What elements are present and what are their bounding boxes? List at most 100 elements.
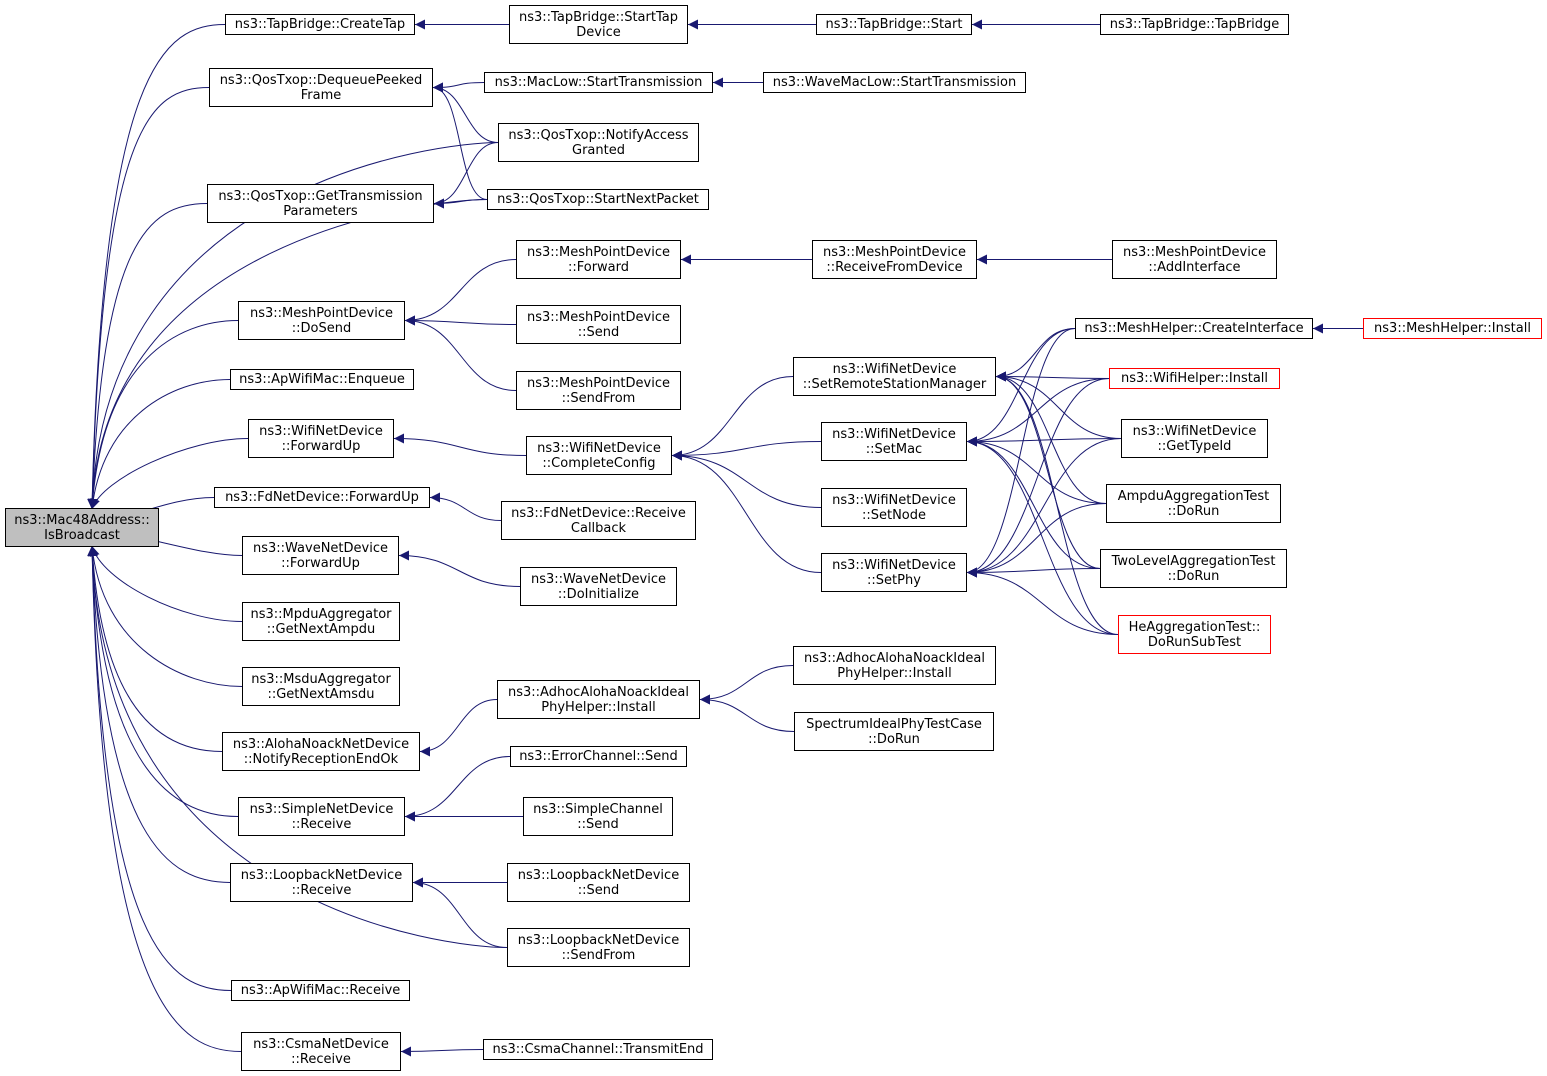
edge-wnd_setmac-meshhelper_create <box>966 328 1076 447</box>
edge-root-alohand_notify <box>87 545 223 752</box>
node-meshpointdevice-forward[interactable]: ns3::MeshPointDevice ::Forward <box>516 240 681 279</box>
edge-root-mpduagg <box>89 545 243 622</box>
node-fdnetdevice-receivecallback[interactable]: ns3::FdNetDevice::Receive Callback <box>501 501 696 540</box>
edge-root-tb_create <box>87 24 226 510</box>
node-meshpointdevice-receivefromdevice[interactable]: ns3::MeshPointDevice ::ReceiveFromDevice <box>812 240 977 279</box>
node-qostxop-notifyaccessgranted[interactable]: ns3::QosTxop::NotifyAccess Granted <box>498 123 699 162</box>
edge-wnd_setmac-wnd_gettypeid <box>966 436 1122 447</box>
node-csmanetdevice-receive[interactable]: ns3::CsmaNetDevice ::Receive <box>241 1032 401 1071</box>
node-fdnetdevice-forwardup[interactable]: ns3::FdNetDevice::ForwardUp <box>214 487 430 508</box>
node-csmachannel-transmitend[interactable]: ns3::CsmaChannel::TransmitEnd <box>483 1039 713 1060</box>
node-meshhelper-createinterface[interactable]: ns3::MeshHelper::CreateInterface <box>1075 318 1313 339</box>
edge-qos_dequeue-maclow_start <box>432 82 485 93</box>
node-wifinetdevice-completeconfig[interactable]: ns3::WifiNetDevice ::CompleteConfig <box>526 436 672 475</box>
node-loopbacknetdevice-receive[interactable]: ns3::LoopbackNetDevice ::Receive <box>230 863 413 902</box>
node-maclow-starttransmission[interactable]: ns3::MacLow::StartTransmission <box>484 72 713 93</box>
node-meshhelper-install[interactable]: ns3::MeshHelper::Install <box>1363 318 1542 339</box>
node-wifinetdevice-setmac[interactable]: ns3::WifiNetDevice ::SetMac <box>821 422 967 461</box>
edge-wnd_setmac-ampdu_dorun <box>966 436 1107 504</box>
edge-wnd_setmac-heagg <box>966 436 1119 635</box>
edge-qos_dequeue-qos_notify <box>432 82 499 143</box>
edge-wnd_setrsm-meshhelper_create <box>995 328 1076 382</box>
edge-alohand_notify-adhoc_phyinstall <box>419 699 498 757</box>
node-twolevelaggregationtest-dorun[interactable]: TwoLevelAggregationTest ::DoRun <box>1100 549 1287 588</box>
edge-csmand_receive-csmachannel_transmitend <box>400 1046 484 1057</box>
node-qostxop-gettransmissionparameters[interactable]: ns3::QosTxop::GetTransmission Parameters <box>207 184 434 223</box>
node-wifihelper-install[interactable]: ns3::WifiHelper::Install <box>1109 368 1280 389</box>
node-simplechannel-send[interactable]: ns3::SimpleChannel ::Send <box>523 797 673 836</box>
edge-root-mpd_dosend <box>87 320 239 510</box>
edge-loopback_receive-loopback_sendfrom <box>412 877 508 948</box>
edge-wnd_setphy-wifihelper_install <box>966 378 1110 578</box>
node-meshpointdevice-dosend[interactable]: ns3::MeshPointDevice ::DoSend <box>238 301 405 340</box>
node-tapbridge-tapbridge[interactable]: ns3::TapBridge::TapBridge <box>1100 14 1289 35</box>
edge-wnd_setmac-twolevel_dorun <box>966 436 1101 569</box>
node-tapbridge-start[interactable]: ns3::TapBridge::Start <box>816 14 972 35</box>
node-meshpointdevice-send[interactable]: ns3::MeshPointDevice ::Send <box>516 305 681 344</box>
edge-root-qos_gettx <box>87 203 208 510</box>
edge-wnd_setphy-meshhelper_create <box>966 328 1076 578</box>
edge-wnd_setphy-twolevel_dorun <box>966 567 1101 578</box>
node-wifinetdevice-forwardup[interactable]: ns3::WifiNetDevice ::ForwardUp <box>248 419 394 458</box>
node-heaggregationtest-dorunsubtest[interactable]: HeAggregationTest:: DoRunSubTest <box>1118 615 1271 654</box>
node-qostxop-dequeuepeekedframe[interactable]: ns3::QosTxop::DequeuePeeked Frame <box>209 68 433 107</box>
node-qostxop-startnextpacket[interactable]: ns3::QosTxop::StartNextPacket <box>487 189 709 210</box>
node-adhocalohanoackidealphyhelper-install[interactable]: ns3::AdhocAlohaNoackIdeal PhyHelper::Ins… <box>497 680 700 719</box>
edge-root-wnd_forwardup <box>90 438 249 510</box>
edge-root-qos_dequeue <box>87 87 210 510</box>
node-loopbacknetdevice-sendfrom[interactable]: ns3::LoopbackNetDevice ::SendFrom <box>507 928 690 967</box>
node-wifinetdevice-setremotestationmanager[interactable]: ns3::WifiNetDevice ::SetRemoteStationMan… <box>793 357 996 396</box>
node-meshpointdevice-addinterface[interactable]: ns3::MeshPointDevice ::AddInterface <box>1112 240 1277 279</box>
node-alohanoacknetdevice-notifyreceptionendok[interactable]: ns3::AlohaNoackNetDevice ::NotifyRecepti… <box>222 732 420 771</box>
edge-adhoc_phyinstall-spectrum_test <box>699 694 795 732</box>
edge-wnd_completeconfig-wnd_setphy <box>671 450 822 573</box>
edge-mpd_dosend-mpd_forward <box>404 259 517 326</box>
edge-wnd_setphy-ampdu_dorun <box>966 503 1107 578</box>
node-tapbridge-createtap[interactable]: ns3::TapBridge::CreateTap <box>225 14 415 35</box>
edge-wnd_setrsm-wnd_gettypeid <box>995 371 1122 439</box>
node-errorchannel-send[interactable]: ns3::ErrorChannel::Send <box>510 746 687 767</box>
edge-fnd_forwardup-fnd_receivecb <box>429 492 502 521</box>
node-apwifimac-enqueue[interactable]: ns3::ApWifiMac::Enqueue <box>230 369 414 390</box>
node-apwifimac-receive[interactable]: ns3::ApWifiMac::Receive <box>231 980 410 1001</box>
edge-wnd_setrsm-wifihelper_install <box>995 371 1110 382</box>
edge-wavend_forwardup-wavend_doinit <box>398 550 521 587</box>
node-simplenetdevice-receive[interactable]: ns3::SimpleNetDevice ::Receive <box>238 797 405 836</box>
node-wavenetdevice-doinitialize[interactable]: ns3::WaveNetDevice ::DoInitialize <box>520 567 677 606</box>
node-loopbacknetdevice-send[interactable]: ns3::LoopbackNetDevice ::Send <box>507 863 690 902</box>
root-node: ns3::Mac48Address:: IsBroadcast <box>5 508 159 547</box>
edge-wnd_setmac-wifihelper_install <box>966 378 1110 447</box>
node-tapbridge-starttapdevice[interactable]: ns3::TapBridge::StartTap Device <box>509 5 688 44</box>
edge-root-loopback_receive <box>87 545 231 883</box>
node-wifinetdevice-setnode[interactable]: ns3::WifiNetDevice ::SetNode <box>821 488 967 527</box>
node-msduaggregator-getnextamsdu[interactable]: ns3::MsduAggregator ::GetNextAmsdu <box>242 667 400 706</box>
edge-qos_dequeue-qos_startnext <box>432 82 488 200</box>
edge-root-simplend_receive <box>87 545 239 817</box>
node-wavenetdevice-forwardup[interactable]: ns3::WaveNetDevice ::ForwardUp <box>242 536 399 575</box>
node-ampduaggregationtest-dorun[interactable]: AmpduAggregationTest ::DoRun <box>1106 484 1281 523</box>
edge-wnd_completeconfig-wnd_setrsm <box>671 376 794 461</box>
edge-wnd_setrsm-twolevel_dorun <box>995 371 1101 569</box>
node-spectrumidealphytestcase-dorun[interactable]: SpectrumIdealPhyTestCase ::DoRun <box>794 712 994 751</box>
node-wavemaclow-starttransmission[interactable]: ns3::WaveMacLow::StartTransmission <box>763 72 1026 93</box>
node-mpduaggregator-getnextampdu[interactable]: ns3::MpduAggregator ::GetNextAmpdu <box>242 602 400 641</box>
edge-wnd_setphy-wnd_gettypeid <box>966 438 1122 578</box>
node-meshpointdevice-sendfrom[interactable]: ns3::MeshPointDevice ::SendFrom <box>516 371 681 410</box>
node-wifinetdevice-setphy[interactable]: ns3::WifiNetDevice ::SetPhy <box>821 553 967 592</box>
edge-wnd_completeconfig-wnd_setmac <box>671 441 822 461</box>
edge-wnd_setrsm-heagg <box>995 371 1119 635</box>
node-adhocalohanoackidealphyhelper-install-2[interactable]: ns3::AdhocAlohaNoackIdeal PhyHelper::Ins… <box>793 646 996 685</box>
node-wifinetdevice-gettypeid[interactable]: ns3::WifiNetDevice ::GetTypeId <box>1121 419 1268 458</box>
edge-simplend_receive-errorchannel_send <box>404 756 511 822</box>
edge-root-apwifimac_enqueue <box>88 379 231 510</box>
edge-qos_gettx-qos_startnext <box>433 198 488 209</box>
edge-root-msduagg <box>88 545 243 687</box>
edge-root-apwifimac_receive <box>87 545 232 991</box>
edge-wnd_setphy-heagg <box>966 567 1119 635</box>
edge-mpd_dosend-mpd_sendfrom <box>404 315 517 391</box>
edge-wnd_forwardup-wnd_completeconfig <box>393 433 527 456</box>
edge-mpd_dosend-mpd_send <box>404 315 517 326</box>
edge-root-csmand_receive <box>87 545 242 1052</box>
